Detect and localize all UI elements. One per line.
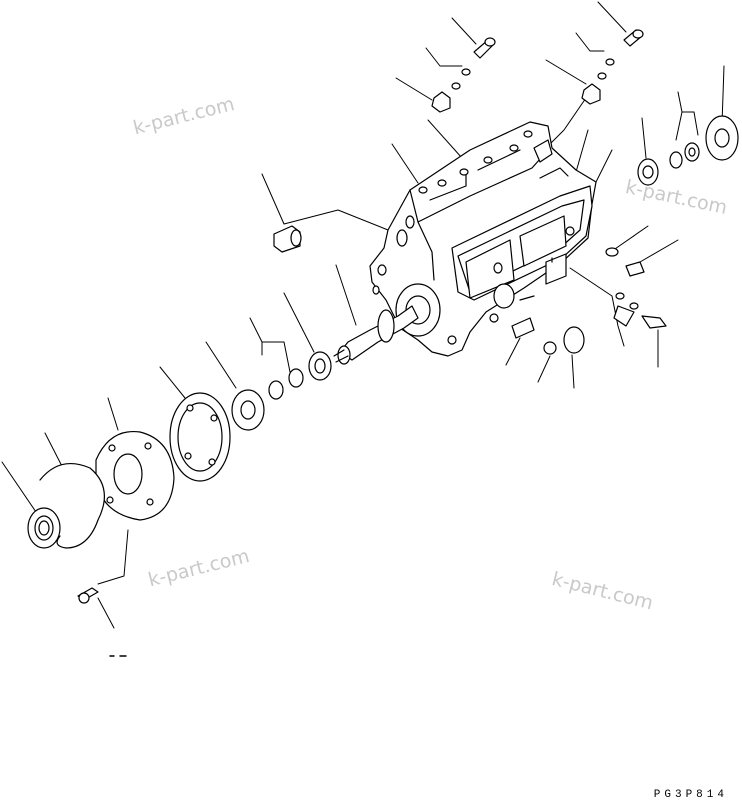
right-parts — [511, 115, 739, 355]
drawing-code: PG3P814 — [653, 789, 728, 801]
top-bolts — [273, 29, 644, 253]
pump-housing — [369, 121, 597, 357]
left-parts — [27, 351, 332, 657]
drive-shaft — [333, 305, 419, 365]
leader-lines — [1, 1, 725, 629]
